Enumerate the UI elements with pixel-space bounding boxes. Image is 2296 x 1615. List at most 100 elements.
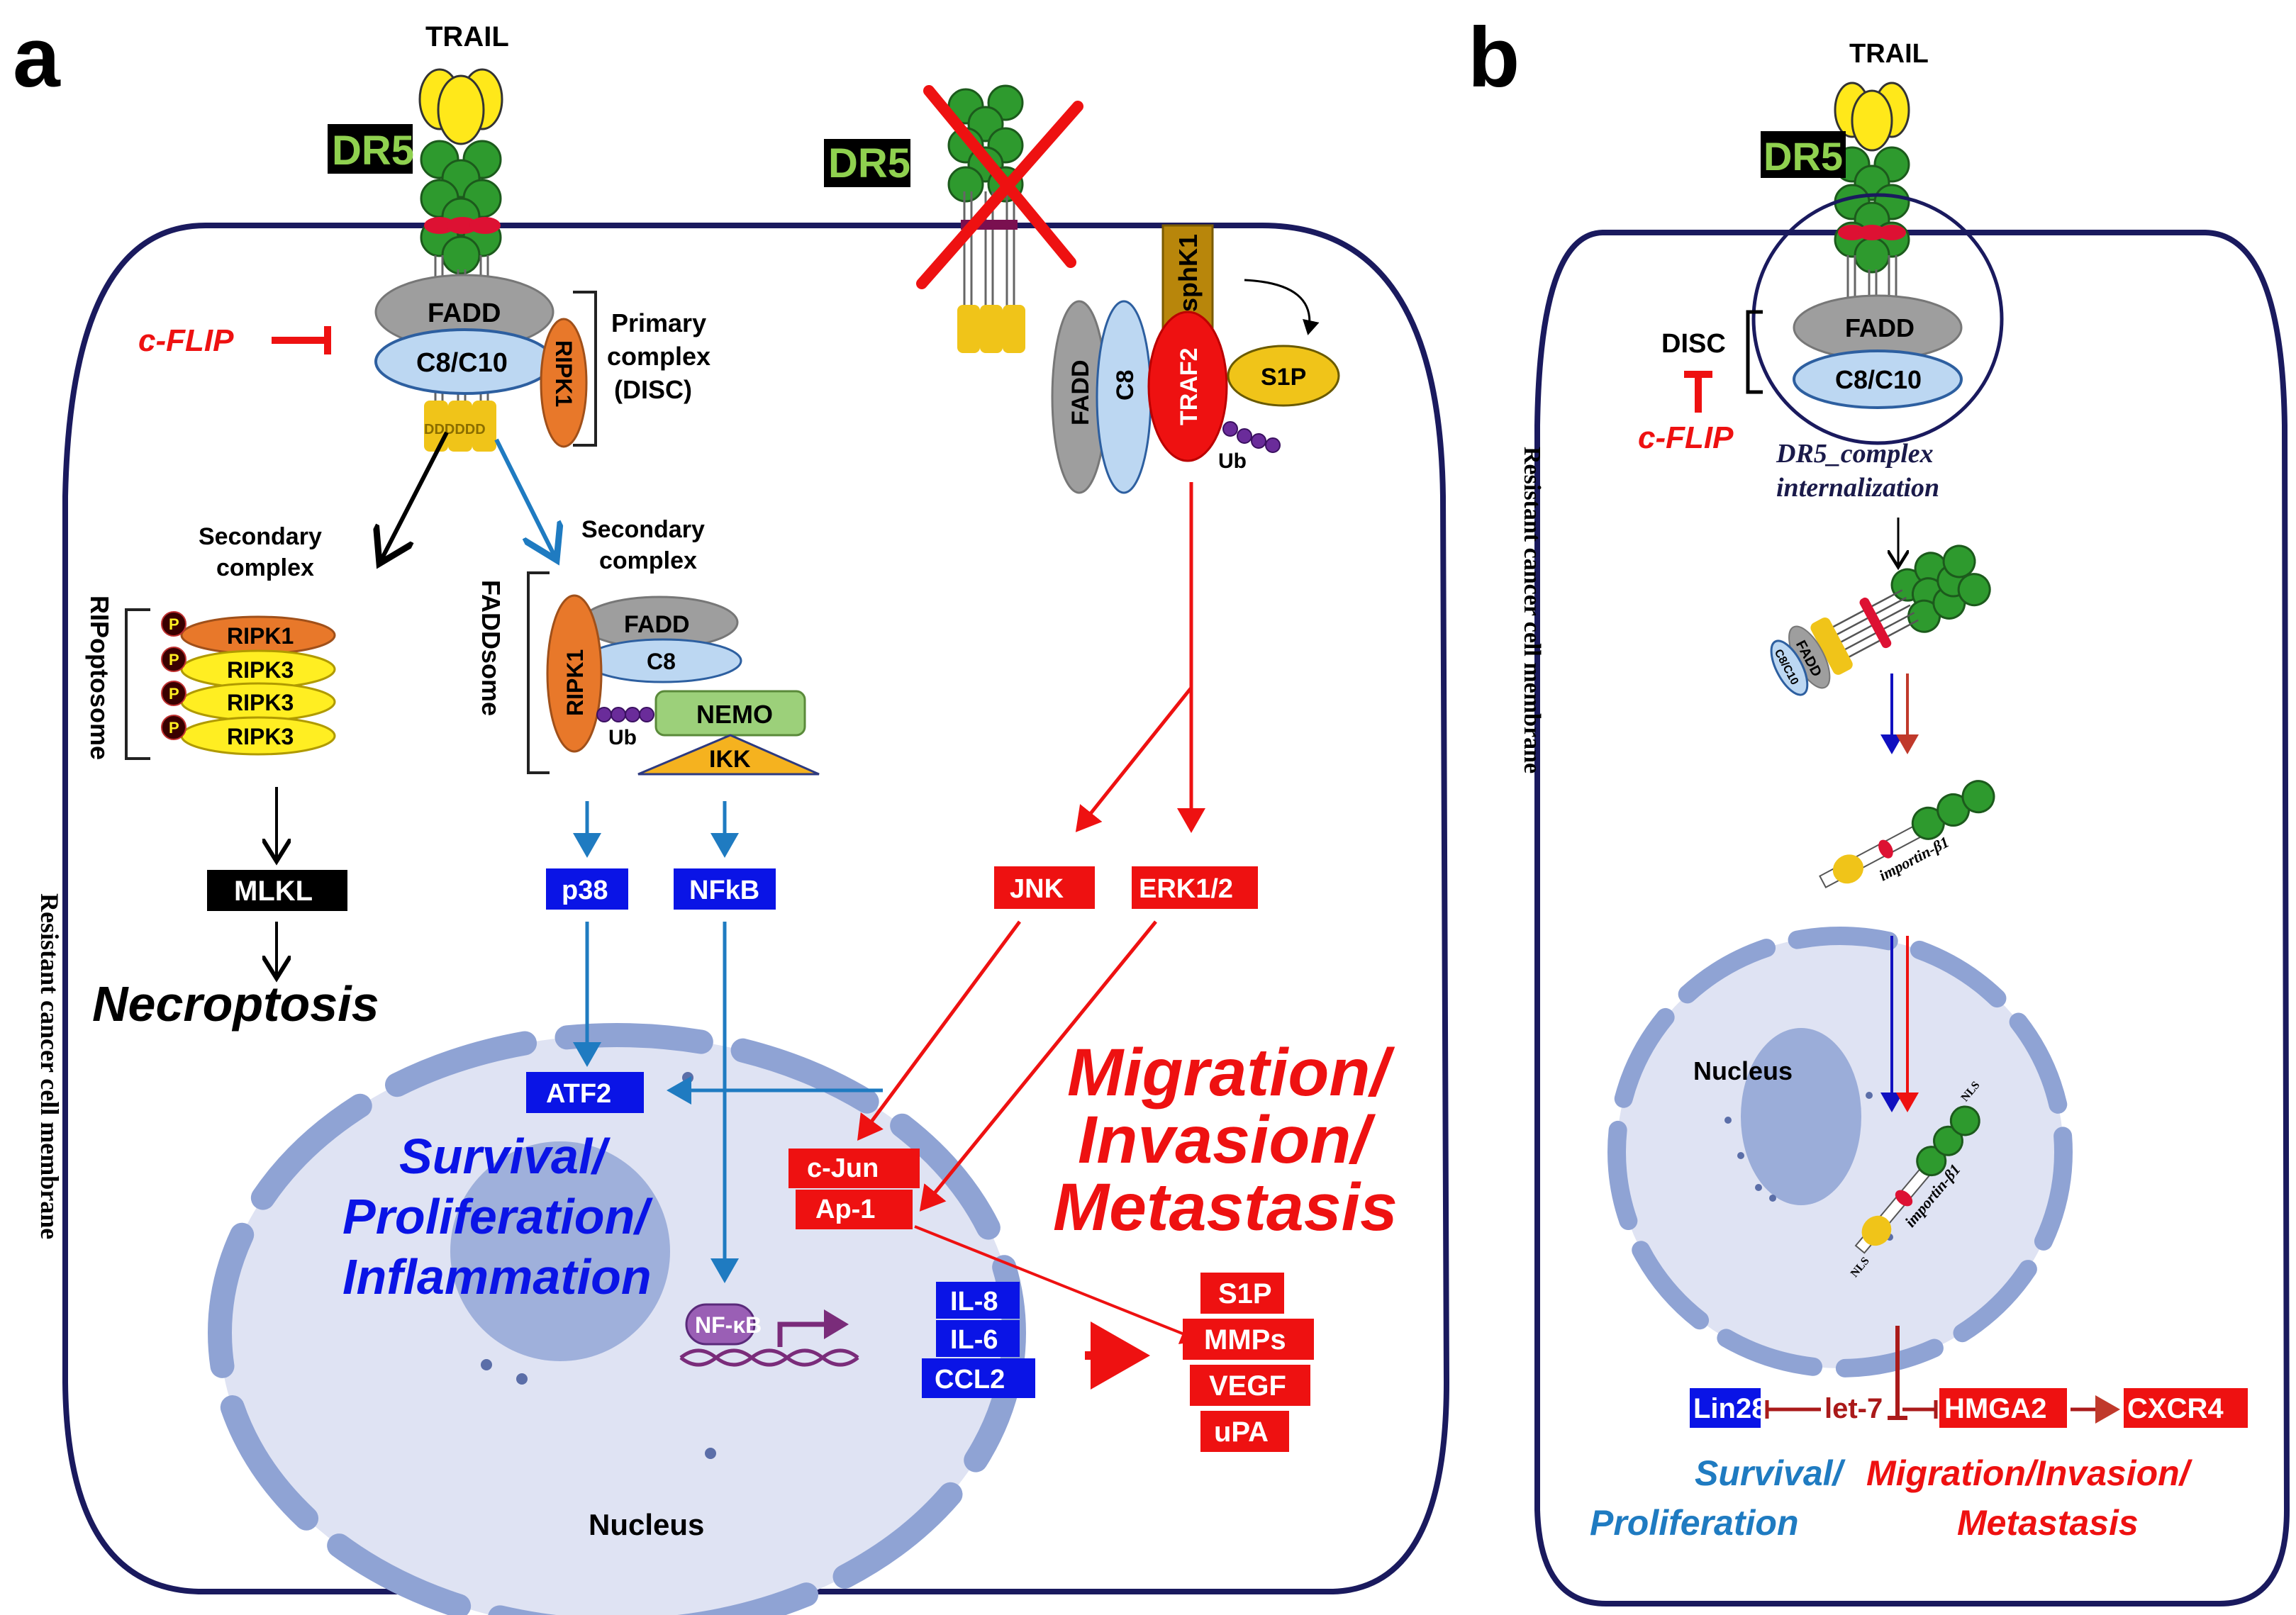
dd-label-a: DDDDDD xyxy=(424,422,486,437)
jnk-box xyxy=(994,866,1095,909)
hmga2-label: HMGA2 xyxy=(1944,1393,2046,1424)
c8-faddsome-label: C8 xyxy=(647,649,676,674)
phospho-label: P xyxy=(169,685,179,703)
sphk1-box xyxy=(1161,224,1214,332)
target-upa-label: uPA xyxy=(1214,1416,1269,1448)
ikk-label: IKK xyxy=(709,746,751,773)
ikk-triangle xyxy=(637,734,820,776)
lin28b-box xyxy=(1690,1388,1761,1428)
ub-faddsome-label: Ub xyxy=(608,726,637,749)
ripoptosome-title-2: complex xyxy=(216,554,314,581)
trail-label-b: TRAIL xyxy=(1849,39,1929,69)
nucleolus-b xyxy=(1741,1028,1861,1205)
membrane-label-b: Resistant cancer cell membrane xyxy=(1519,447,1545,773)
hmga2-box xyxy=(1939,1388,2067,1428)
p38-box xyxy=(546,868,628,910)
erk-label: ERK1/2 xyxy=(1139,874,1233,904)
internalization-line-2: internalization xyxy=(1776,473,1939,503)
caspase-b-label: C8/C10 xyxy=(1835,365,1922,394)
disc-label: DISC xyxy=(1661,329,1726,359)
dr5-label-box-a xyxy=(328,124,413,174)
target-vegf-box xyxy=(1190,1365,1310,1406)
arrow-to-jnk xyxy=(1075,686,1193,832)
internalization-line-1: DR5_complex xyxy=(1776,439,1934,469)
il8-box xyxy=(936,1282,1020,1319)
cjun-box xyxy=(788,1149,920,1188)
red-outcome-line-3: Metastasis xyxy=(1053,1170,1398,1245)
ccl2-label: CCL2 xyxy=(935,1365,1005,1395)
nfkb-label: NFkB xyxy=(689,876,759,905)
ripk1-primary-label: RIPK1 xyxy=(551,340,576,407)
inhibit-let7 xyxy=(1888,1326,1907,1420)
arrow-erk-to-ap1 xyxy=(919,920,1157,1212)
primary-label-1: Primary xyxy=(611,308,706,337)
nucleus-label-a: Nucleus xyxy=(589,1508,704,1541)
inhibit-hmga2 xyxy=(1902,1400,1938,1419)
primary-label-2: complex xyxy=(607,342,710,371)
target-vegf-label: VEGF xyxy=(1209,1370,1286,1402)
il6-box xyxy=(936,1320,1020,1357)
mlkl-box xyxy=(207,870,347,911)
panel-b-label: b xyxy=(1468,10,1520,105)
ripoptosome-row-1: RIPK1 xyxy=(227,623,294,649)
dna-icon xyxy=(679,1348,859,1367)
disc-bracket xyxy=(1746,310,1763,394)
arrow-to-ripoptosome xyxy=(379,431,449,564)
faddsome-title-2: complex xyxy=(599,547,697,574)
target-s1p-box xyxy=(1200,1273,1284,1314)
trail-label-a: TRAIL xyxy=(425,21,509,52)
target-s1p-label: S1P xyxy=(1218,1278,1272,1309)
cell-membrane-b xyxy=(1534,230,2290,1606)
ripoptosome-bracket-label: RIPoptosome xyxy=(85,596,114,760)
caspase-b xyxy=(1793,350,1963,409)
fadd-b-label: FADD xyxy=(1845,313,1915,342)
nucleus-label-b: Nucleus xyxy=(1693,1056,1793,1085)
ripoptosome-stack: P P P P xyxy=(161,611,336,756)
b-blue-outcome-2: Proliferation xyxy=(1590,1503,1798,1543)
membrane-label-a: Resistant cancer cell membrane xyxy=(35,893,64,1239)
phospho-label: P xyxy=(169,719,179,737)
faddsome-bracket-label: FADDsome xyxy=(477,580,506,716)
ripoptosome-row-3: RIPK3 xyxy=(227,690,294,715)
phosphorylation-arrow xyxy=(1244,279,1320,335)
blue-outcome-line-3: Inflammation xyxy=(342,1249,652,1304)
traf2 xyxy=(1147,311,1228,462)
ripk1-faddsome xyxy=(546,594,603,753)
necroptosis-label: Necroptosis xyxy=(92,976,379,1032)
target-upa-box xyxy=(1200,1411,1289,1452)
ripk1-primary xyxy=(540,318,588,448)
s1p-noncanonical xyxy=(1227,345,1340,407)
cflip-label-a: c-FLIP xyxy=(138,323,234,358)
nemo-label: NEMO xyxy=(696,700,773,729)
ub-chain-traf2 xyxy=(1222,421,1281,453)
b-red-outcome-1: Migration/Invasion/ xyxy=(1866,1453,2193,1493)
mlkl-label: MLKL xyxy=(234,876,313,907)
sphk1-label: sphK1 xyxy=(1174,234,1203,312)
importin-complex: importin-β1 xyxy=(1819,780,1995,889)
cflip-inhibition-a xyxy=(272,326,331,354)
primary-bracket xyxy=(573,291,597,447)
primary-label-3: (DISC) xyxy=(614,375,692,404)
phospho-label: P xyxy=(169,615,179,633)
dr5-label-a: DR5 xyxy=(332,128,414,174)
transcription-arrow-icon xyxy=(777,1309,849,1347)
fadd-faddsome-label: FADD xyxy=(624,611,690,638)
nucleus-b xyxy=(1607,927,2073,1378)
ap1-box xyxy=(796,1190,913,1229)
internalization-vesicle xyxy=(1751,193,2004,445)
trail-ligand-b xyxy=(1834,82,1910,152)
faddsome-title-1: Secondary xyxy=(581,516,705,543)
target-mmps-label: MMPs xyxy=(1204,1324,1286,1356)
ub-traf2-label: Ub xyxy=(1218,449,1247,473)
arrow-ap1-to-targets xyxy=(914,1225,1201,1344)
nucleolus-a xyxy=(450,1141,670,1361)
trail-ligand-a xyxy=(418,68,503,145)
faddsome-bracket xyxy=(527,571,550,774)
ripoptosome-row-4: RIPK3 xyxy=(227,724,294,749)
blue-outcome-line-1: Survival/ xyxy=(399,1129,611,1184)
ripoptosome-row-2: RIPK3 xyxy=(227,657,294,683)
nfkb-tf-label: NF-κB xyxy=(695,1312,762,1338)
ripk1-faddsome-label: RIPK1 xyxy=(562,649,588,716)
internalized-complex: FADD C8/C10 xyxy=(1770,544,1991,696)
